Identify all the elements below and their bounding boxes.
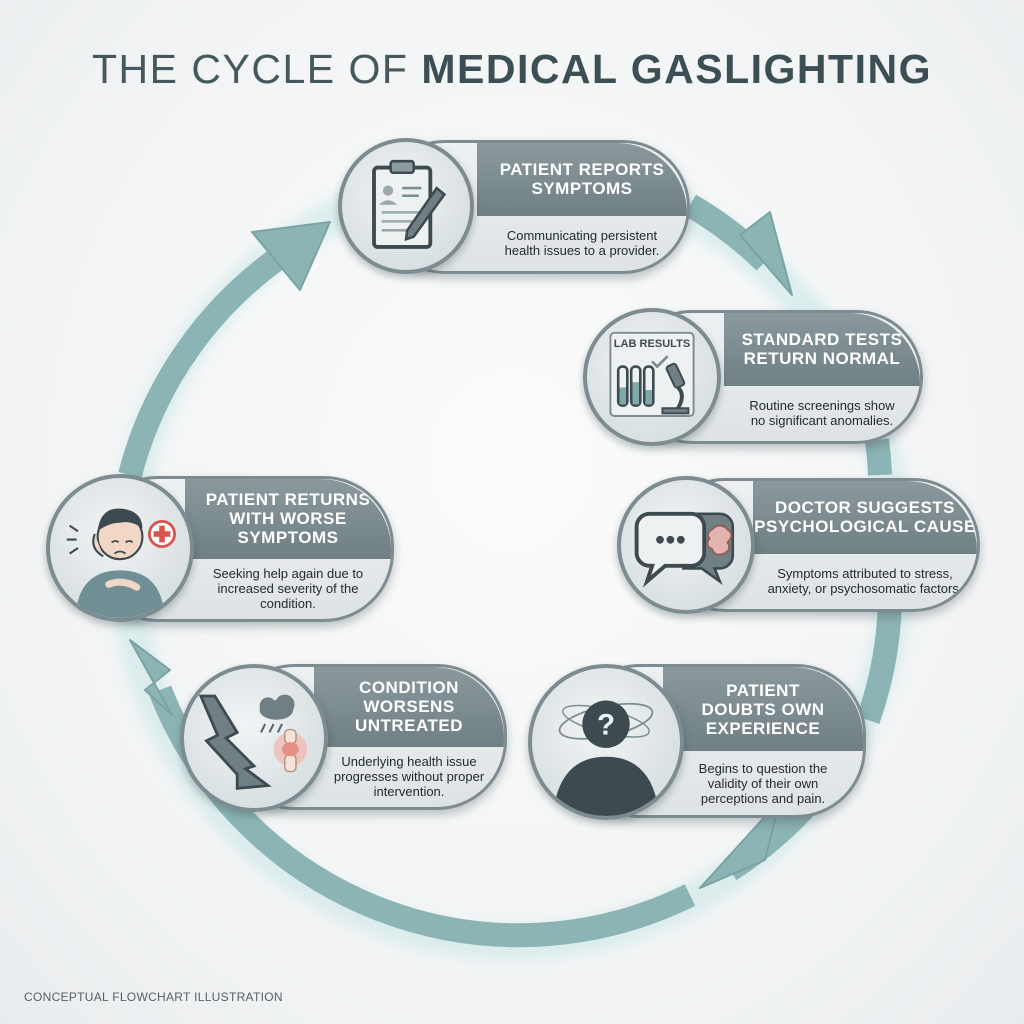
clipboard-pen-icon [338,138,474,274]
decline-storm-joint-icon [180,664,328,812]
arrowhead-to-tests [739,211,793,296]
step-description: Routine screenings show no significant a… [749,398,895,429]
step-title: CONDITION WORSENS UNTREATED [354,678,464,736]
step-header: STANDARD TESTS RETURN NORMAL [724,313,920,386]
step-description: Seeking help again due to increased seve… [212,566,364,612]
step-header: PATIENT REPORTS SYMPTOMS [477,143,687,216]
sick-patient-icon [46,474,194,622]
step-header: PATIENT DOUBTS OWN EXPERIENCE [663,667,863,752]
page-title: THE CYCLE OF MEDICAL GASLIGHTING [0,46,1024,93]
step-title: PATIENT RETURNS WITH WORSE SYMPTOMS [205,490,371,548]
title-light: THE CYCLE OF [92,46,422,92]
arrowhead-to-return [129,639,173,716]
cycle-arc-right [865,438,892,476]
step-title: DOCTOR SUGGESTS PSYCHOLOGICAL CAUSE [754,498,976,537]
step-header: DOCTOR SUGGESTS PSYCHOLOGICAL CAUSE [753,481,977,554]
lab-results-icon: LAB RESULTS [583,308,721,446]
step-description: Underlying health issue progresses witho… [333,754,485,800]
cycle-arc-left [118,240,297,478]
lab-results-label: LAB RESULTS [614,338,690,350]
step-title: PATIENT REPORTS SYMPTOMS [499,160,665,199]
question-mark: ? [597,709,615,742]
step-title: STANDARD TESTS RETURN NORMAL [741,330,903,369]
arrowhead-to-reports [251,221,331,291]
question-head-icon: ? [528,664,684,820]
footer-caption: CONCEPTUAL FLOWCHART ILLUSTRATION [24,990,283,1004]
title-bold: MEDICAL GASLIGHTING [421,46,932,92]
step-description: Symptoms attributed to stress, anxiety, … [767,566,963,597]
step-header: CONDITION WORSENS UNTREATED [314,667,504,747]
step-title: PATIENT DOUBTS OWN EXPERIENCE [701,680,825,738]
step-description: Begins to question the validity of their… [698,760,828,806]
step-header: PATIENT RETURNS WITH WORSE SYMPTOMS [185,479,391,559]
arrowhead-to-worsens [699,799,781,889]
step-description: Communicating persistent health issues t… [504,228,660,259]
speech-bubbles-brain-icon [617,476,755,614]
